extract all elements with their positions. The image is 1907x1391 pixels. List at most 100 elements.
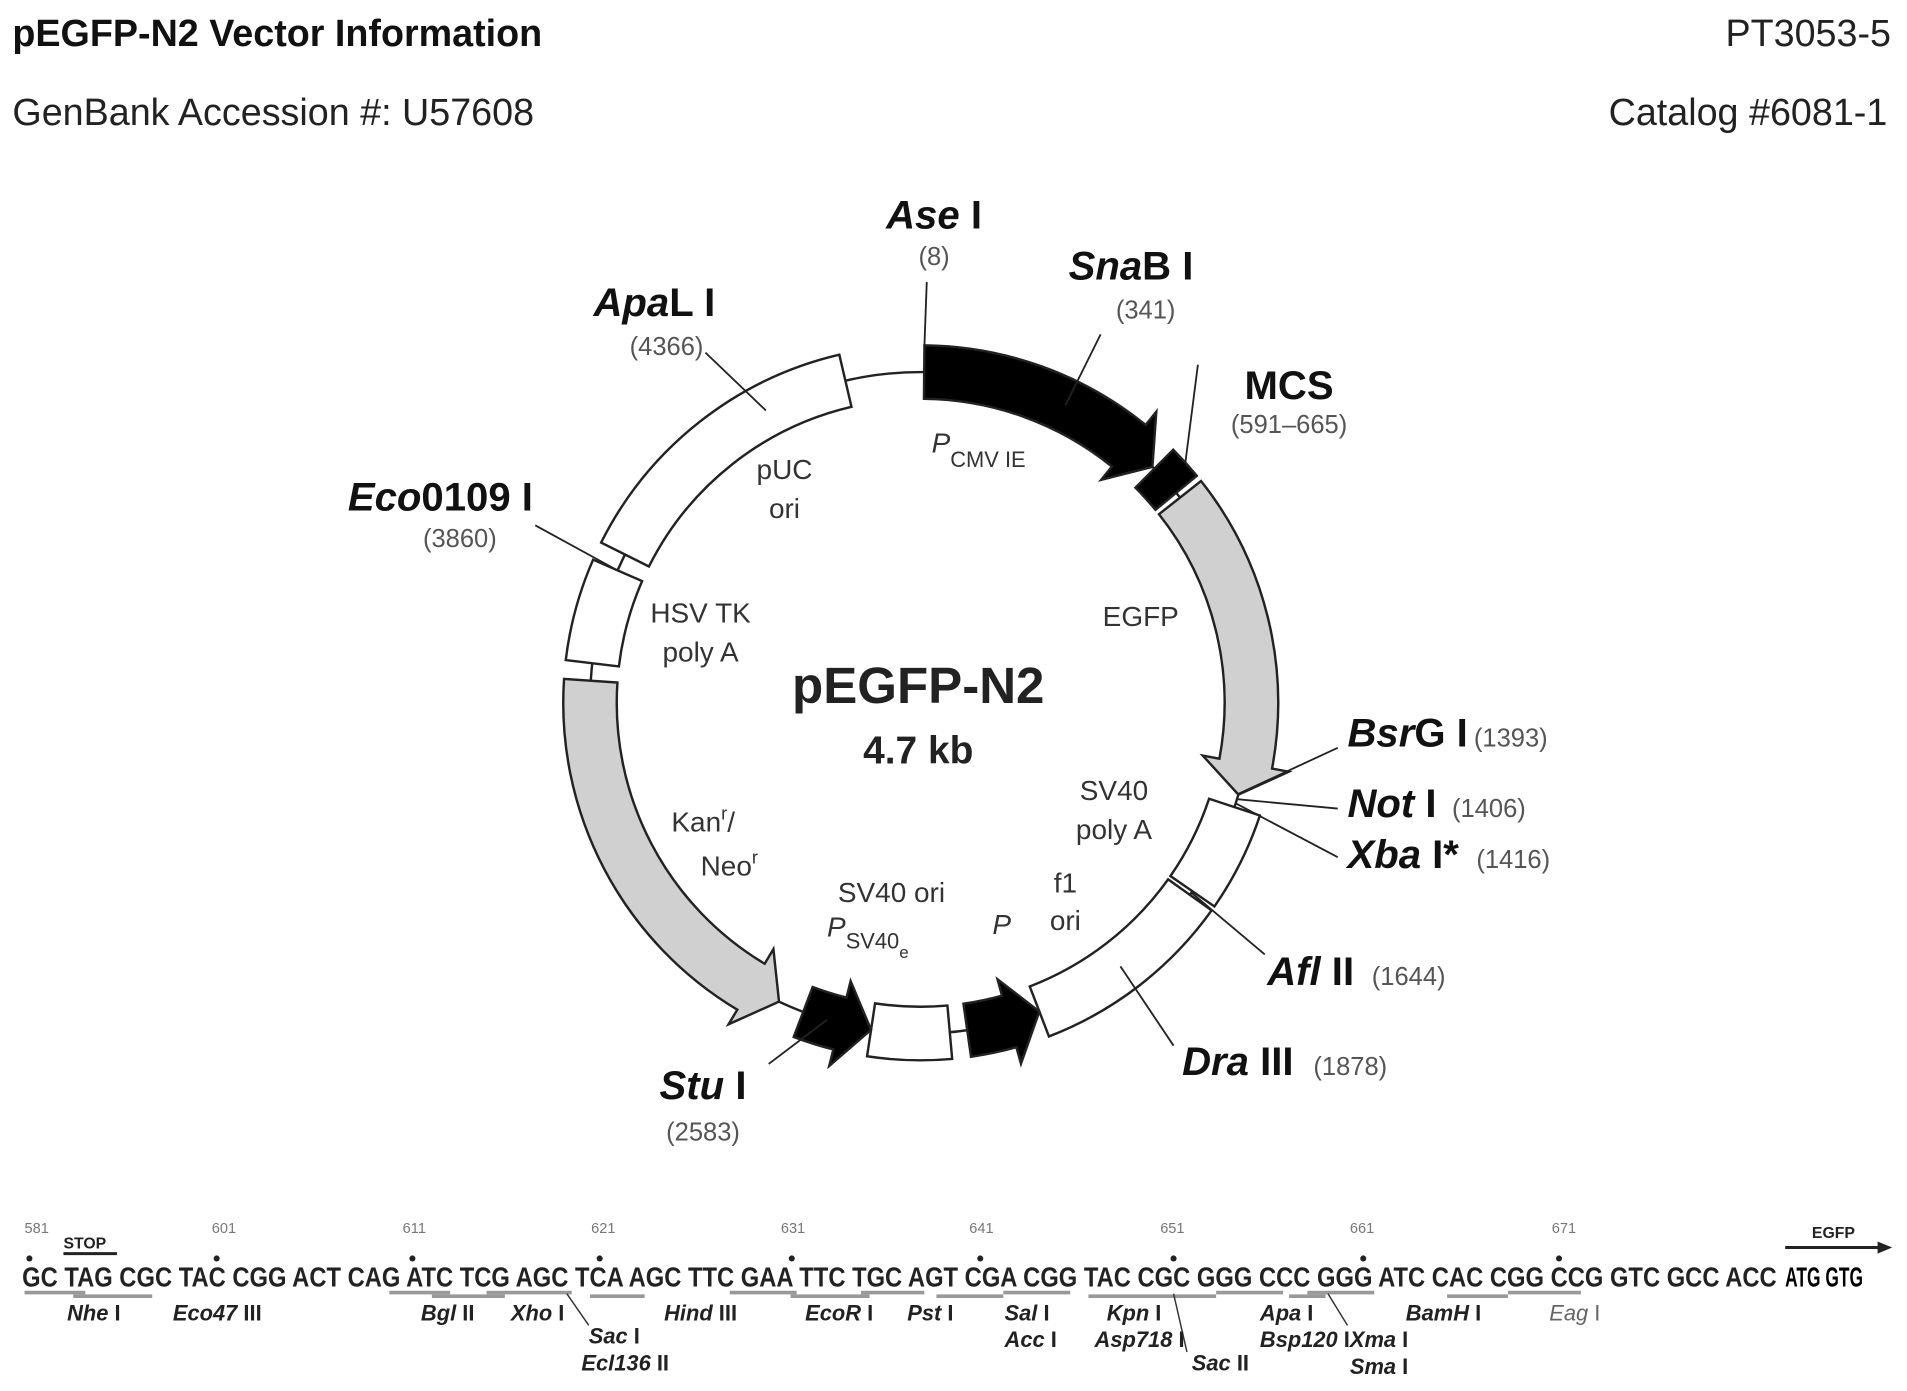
label-pcmv: PCMV IE	[932, 427, 1026, 472]
position-dot	[409, 1255, 416, 1262]
svg-text:Dra III: Dra III	[1182, 1039, 1293, 1084]
seq-number: 611	[403, 1221, 426, 1237]
svg-text:(1393): (1393)	[1474, 725, 1548, 753]
enzyme-label: Acc I	[1004, 1327, 1057, 1352]
site-snab-i: SnaB I (341)	[1069, 244, 1194, 325]
svg-text:(1644): (1644)	[1372, 963, 1446, 991]
site-apal-i: ApaL I (4366)	[592, 280, 715, 361]
leader-line-not	[1236, 798, 1338, 810]
label-puc-ori-2: ori	[769, 493, 800, 524]
catalog-number: Catalog #6081-1	[1609, 91, 1888, 133]
svg-text:SnaB I: SnaB I	[1069, 244, 1194, 289]
leader-line-afl	[1190, 892, 1266, 956]
enzyme-label: Ecl136 II	[581, 1350, 669, 1375]
svg-text:(591–665): (591–665)	[1231, 411, 1347, 439]
label-psv40e: PSV40e	[827, 911, 909, 962]
egfp-arrow-head	[1877, 1241, 1893, 1254]
enzyme-label: Xma I	[1349, 1327, 1408, 1352]
site-eco0109-i: Eco0109 I (3860)	[348, 475, 533, 553]
egfp-start-label: EGFP	[1812, 1225, 1855, 1242]
position-dot	[1555, 1255, 1563, 1262]
svg-text:MCS: MCS	[1245, 363, 1334, 408]
leader-line-dra	[1119, 965, 1175, 1047]
svg-text:Xba I*: Xba I*	[1345, 832, 1459, 877]
label-f1-ori-2: ori	[1050, 905, 1081, 936]
feature-sv40ori	[865, 1001, 954, 1062]
seq-number: 621	[591, 1221, 615, 1237]
egfp-start-codons: ATG GTG	[1785, 1261, 1863, 1292]
label-sv40-polya-1: SV40	[1080, 775, 1148, 806]
enzyme-label: Sac I	[589, 1324, 640, 1349]
seq-number: 651	[1160, 1221, 1184, 1237]
position-dot	[596, 1255, 603, 1262]
label-egfp: EGFP	[1103, 601, 1179, 632]
enzyme-label: Pst I	[907, 1300, 953, 1325]
svg-text:ApaL I: ApaL I	[592, 280, 715, 325]
position-dot	[977, 1255, 984, 1262]
svg-text:Eco0109 I: Eco0109 I	[348, 475, 533, 520]
feature-puc	[599, 353, 853, 569]
seq-number: 631	[781, 1221, 805, 1237]
feature-pcmv	[922, 344, 1158, 482]
feature-kanneo	[562, 677, 781, 1027]
label-neo: Neor	[701, 846, 758, 881]
enzyme-label: Xho I	[510, 1300, 564, 1325]
svg-text:(4366): (4366)	[630, 333, 704, 361]
site-afl-ii: Afl II (1644)	[1266, 949, 1445, 994]
enzyme-label: Sma I	[1350, 1354, 1408, 1379]
enzyme-label: Apa I	[1259, 1300, 1313, 1325]
page-title: pEGFP-N2 Vector Information	[12, 12, 542, 54]
site-xba-i: Xba I* (1416)	[1345, 832, 1550, 877]
svg-text:(2583): (2583)	[666, 1119, 740, 1147]
enzyme-label: Bsp120 I	[1260, 1327, 1350, 1352]
plasmid-map: pEGFP-N2 4.7 kb PCMV IE pUC ori HSV TK p…	[348, 193, 1550, 1147]
leader-line-bsrg	[1238, 746, 1339, 795]
seq-number: 581	[25, 1221, 49, 1237]
position-dot	[788, 1255, 795, 1262]
site-mcs: MCS (591–665)	[1231, 363, 1347, 439]
svg-text:(341): (341)	[1116, 297, 1176, 325]
enzyme-label: Sal I	[1005, 1300, 1050, 1325]
site-dra-iii: Dra III (1878)	[1182, 1039, 1387, 1084]
label-sv40-ori: SV40 ori	[838, 877, 945, 908]
label-p-promoter: P	[992, 909, 1011, 940]
feature-mcs	[1133, 448, 1199, 512]
doc-code: PT3053-5	[1725, 12, 1891, 54]
seq-number: 661	[1350, 1221, 1374, 1237]
feature-p	[962, 976, 1041, 1068]
feature-sv40pa	[1168, 797, 1262, 909]
label-kan: Kanr/	[671, 803, 735, 838]
plasmid-name: pEGFP-N2	[792, 657, 1044, 714]
svg-text:Not I: Not I	[1347, 781, 1436, 826]
position-dot	[213, 1255, 220, 1262]
leader-line-xba	[1235, 802, 1339, 859]
label-sv40-polya-2: poly A	[1076, 814, 1153, 845]
svg-text:(8): (8)	[918, 243, 949, 271]
enzyme-label: Eag I	[1549, 1300, 1600, 1325]
svg-text:(3860): (3860)	[423, 525, 497, 553]
enzyme-label: Eco47 III	[173, 1300, 262, 1325]
label-hsv-tk-1: HSV TK	[650, 598, 751, 629]
position-dot	[26, 1255, 33, 1262]
feature-hsvtk	[564, 558, 644, 668]
site-bsrg-i: BsrG I (1393)	[1347, 711, 1547, 756]
feature-f1ori	[1028, 877, 1214, 1039]
enzyme-label: Nhe I	[67, 1300, 120, 1325]
svg-text:Stu I: Stu I	[660, 1063, 747, 1108]
leader-line-eco0109	[534, 524, 618, 572]
seq-number: 671	[1552, 1221, 1576, 1237]
enzyme-label: Hind III	[664, 1300, 737, 1325]
leader-line-mcs	[1184, 364, 1199, 463]
leader-line-snab	[1064, 333, 1102, 406]
genbank-accession: GenBank Accession #: U57608	[12, 91, 534, 133]
enzyme-label: Bgl II	[421, 1300, 474, 1325]
enzyme-label: BamH I	[1406, 1300, 1481, 1325]
position-dot	[1360, 1255, 1367, 1262]
svg-text:(1416): (1416)	[1476, 846, 1550, 874]
leader-line-ase	[923, 282, 928, 346]
enzyme-label: EcoR I	[805, 1300, 873, 1325]
svg-text:Ase I: Ase I	[885, 193, 982, 238]
svg-text:(1406): (1406)	[1452, 795, 1526, 823]
site-not-i: Not I (1406)	[1347, 781, 1525, 826]
